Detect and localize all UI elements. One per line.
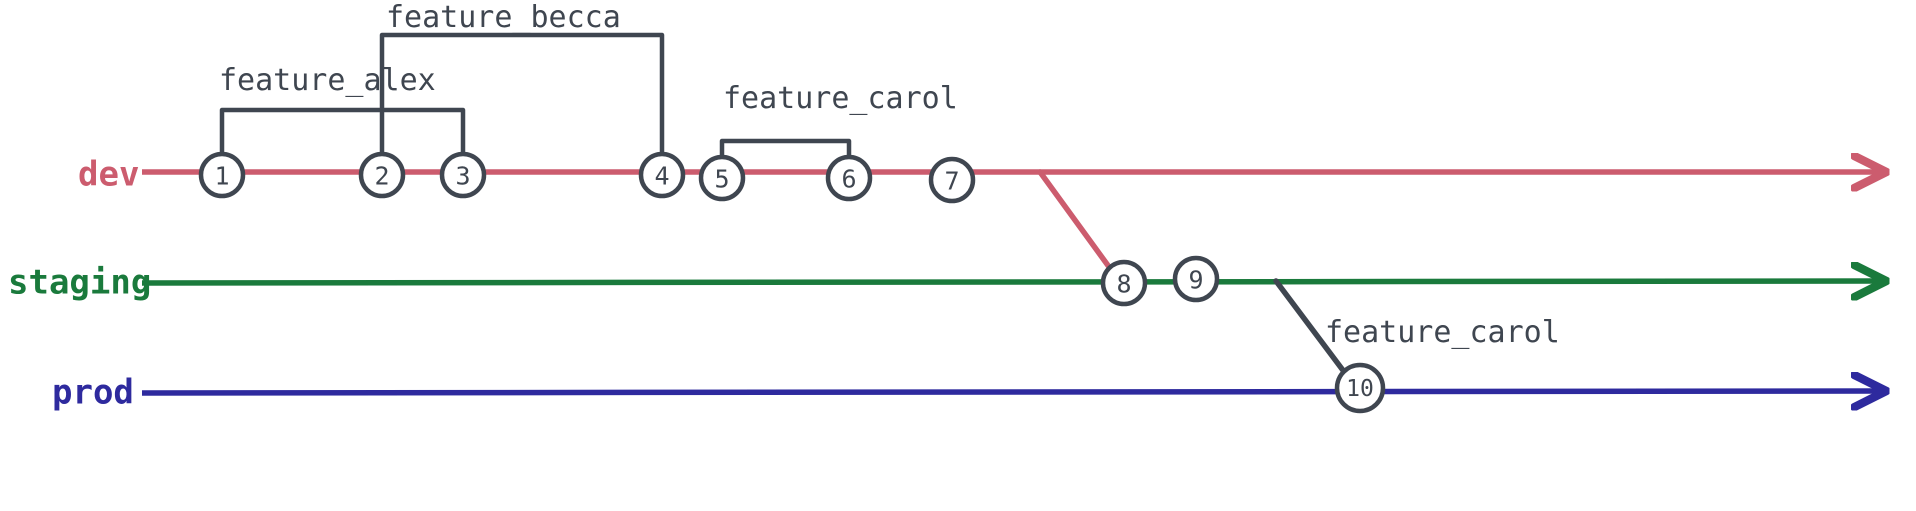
feature-bracket-alex: [219, 107, 466, 157]
commit-circle: [358, 151, 406, 199]
commit-number: 1: [214, 162, 229, 191]
feature-bracket-becca: [379, 32, 665, 157]
branch-label-dev[interactable]: dev: [78, 155, 139, 195]
commit-number: 9: [1188, 266, 1203, 295]
branch-label-prod[interactable]: prod: [52, 373, 134, 413]
commit-node-1[interactable]: 1: [198, 151, 246, 199]
commit-number: 10: [1346, 376, 1374, 402]
commit-circle: [825, 154, 873, 202]
commit-number: 3: [455, 162, 470, 191]
commit-number: 6: [841, 165, 856, 194]
commit-circle: [439, 151, 487, 199]
feature-bracket-carol: [719, 138, 852, 160]
lane-lines: [141, 172, 1880, 393]
feature-label-becca: feature_becca: [386, 0, 621, 35]
feature-labels: feature_alex feature_becca feature_carol…: [219, 0, 1560, 350]
feature-label-carol: feature_carol: [723, 81, 958, 116]
commit-number: 7: [944, 167, 959, 196]
commit-circle: [1100, 259, 1148, 307]
commit-circle: [928, 156, 976, 204]
commit-circle: [198, 151, 246, 199]
commit-circle: [1334, 362, 1386, 414]
commit-node-3[interactable]: 3: [439, 151, 487, 199]
commit-number: 4: [654, 162, 669, 191]
commit-node-10[interactable]: 10: [1334, 362, 1386, 414]
commit-circle: [638, 151, 686, 199]
merge-line-staging-to-prod: [1273, 278, 1351, 380]
commit-circle: [1172, 255, 1220, 303]
branch-line-prod: [141, 391, 1880, 393]
commit-node-7[interactable]: 7: [928, 156, 976, 204]
feature-label-alex: feature_alex: [219, 63, 436, 98]
merge-line-dev-to-staging: [1037, 169, 1115, 274]
branch-label-staging[interactable]: staging: [8, 263, 151, 303]
merge-lines: [1037, 169, 1351, 380]
feature-brackets: [219, 32, 852, 160]
commit-node-4[interactable]: 4: [638, 151, 686, 199]
branch-labels: dev staging prod: [8, 155, 151, 413]
commit-number: 2: [374, 162, 389, 191]
commit-node-5[interactable]: 5: [698, 154, 746, 202]
commit-node-9[interactable]: 9: [1172, 255, 1220, 303]
commit-number: 8: [1116, 270, 1131, 299]
commit-circle: [698, 154, 746, 202]
branch-line-staging: [141, 281, 1880, 283]
commit-node-6[interactable]: 6: [825, 154, 873, 202]
commit-node-8[interactable]: 8: [1100, 259, 1148, 307]
commit-number: 5: [714, 165, 729, 194]
commit-node-2[interactable]: 2: [358, 151, 406, 199]
merge-label-feature-carol: feature_carol: [1325, 315, 1560, 350]
commit-nodes: 1 2 3 4 5 6: [198, 151, 1386, 414]
